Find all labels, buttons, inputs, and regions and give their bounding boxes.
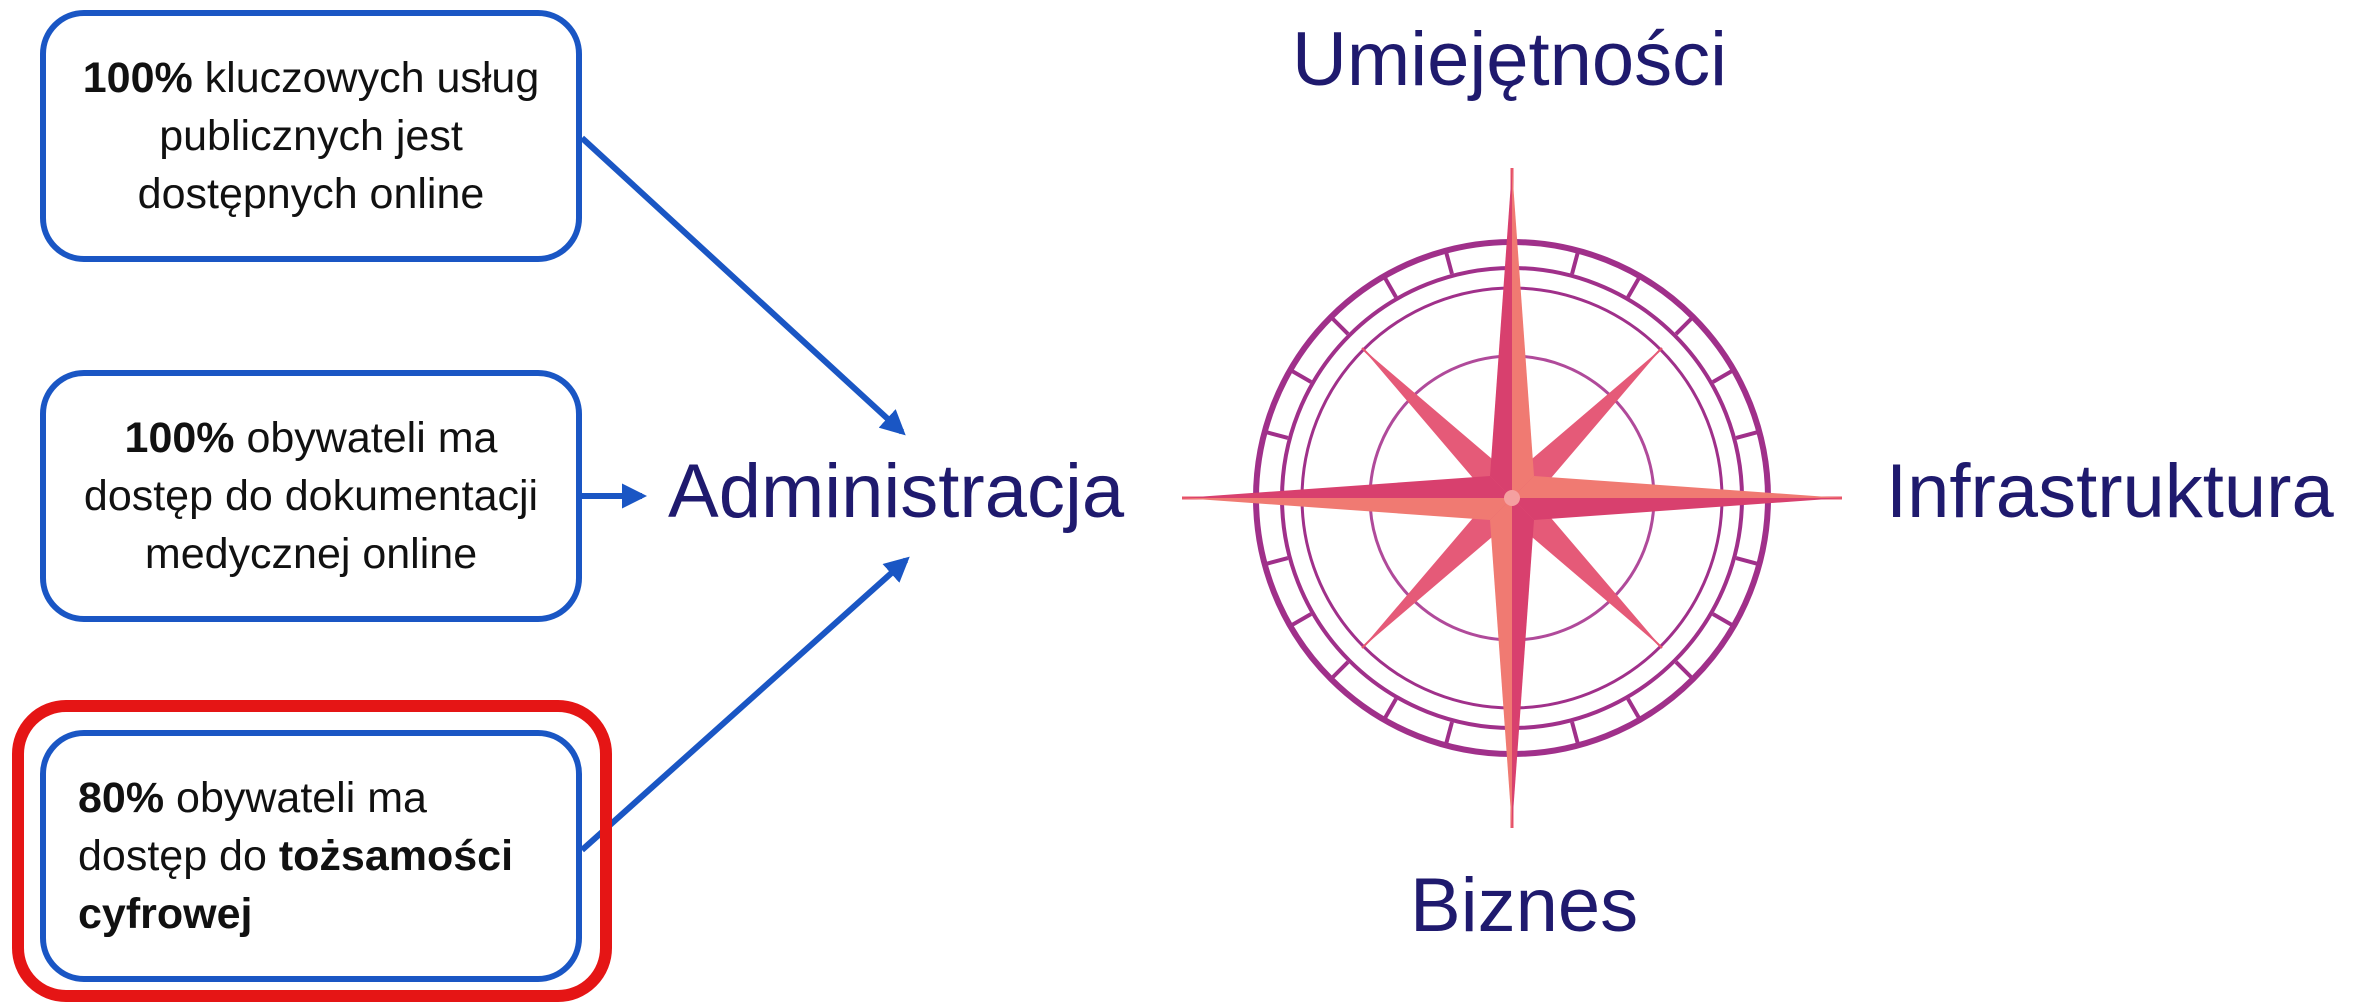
target-text: obywateli ma dostęp do dokumentacji medy… — [83, 413, 539, 579]
east-label: Infrastruktura — [1886, 449, 2334, 534]
target-percent: 100% — [82, 53, 193, 102]
highlight-frame — [12, 700, 612, 1002]
arrow-top-to-hub — [579, 135, 906, 436]
north-label: Umiejętności — [1292, 17, 1728, 102]
target-text: kluczowych usług publicznych jest dostęp… — [137, 53, 540, 219]
target-percent: 80% — [78, 773, 165, 822]
arrow-bottom-to-hub — [579, 556, 910, 853]
target-box-services: 100% kluczowych usług publicznych jest d… — [40, 10, 582, 262]
south-label: Biznes — [1410, 863, 1639, 948]
hub-label: Administracja — [668, 449, 1125, 534]
compass-rose-icon — [1182, 168, 1842, 828]
target-text: obywateli ma dostęp do — [78, 773, 427, 880]
target-percent: 100% — [124, 413, 235, 462]
target-box-identity: 80% obywateli ma dostęp do tożsamości cy… — [40, 730, 582, 982]
target-text-bold: tożsamości cyfrowej — [78, 831, 514, 939]
target-box-medical: 100% obywateli ma dostęp do dokumentacji… — [40, 370, 582, 622]
